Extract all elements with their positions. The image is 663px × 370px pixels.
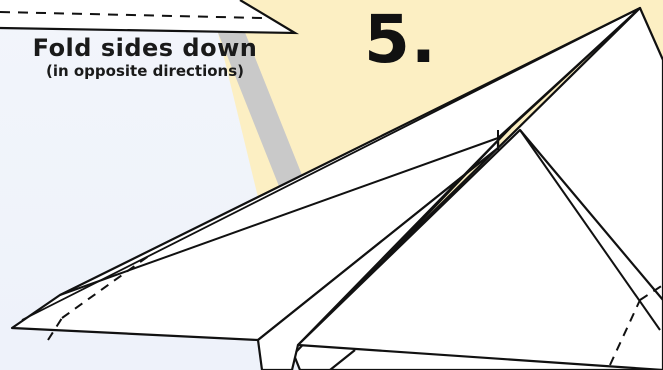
fold-line-dashed (0, 11, 263, 19)
previous-step-paper (0, 0, 300, 35)
instruction-title: Fold sides down (32, 34, 258, 62)
instruction-text: Fold sides down (in opposite directions) (0, 34, 290, 80)
step-number: 5. (364, 1, 437, 78)
airplane-right-wing (296, 128, 663, 370)
instruction-subtitle: (in opposite directions) (45, 62, 245, 80)
